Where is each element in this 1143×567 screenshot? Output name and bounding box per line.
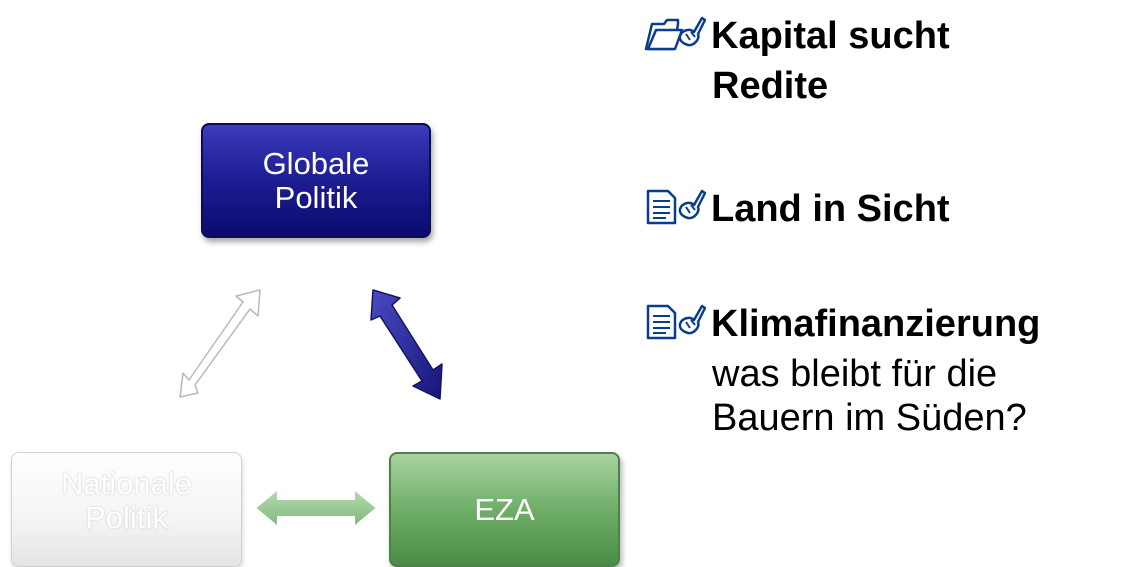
national-politics-line1: Nationale [61,465,192,501]
bullet-klima-text-line2: Bauern im Süden? [712,397,1027,439]
bullet-klima: Klimafinanzierung was bleibt für die Bau… [642,302,1040,440]
folder-icon [642,14,710,64]
bullet-klima-text-line1: was bleibt für die [712,353,998,395]
national-global-arrow [179,289,261,398]
bullet-land-title: Land in Sicht [711,188,950,230]
bullet-land: Land in Sicht [642,187,950,237]
bullet-klima-title: Klimafinanzierung [711,303,1041,345]
global-politics-line1: Globale [262,145,370,181]
global-eza-arrow [370,289,443,400]
global-politics-line2: Politik [274,179,358,215]
national-politics-box: Nationale Politik [11,452,242,567]
document-icon [642,302,710,352]
eza-label: EZA [474,491,535,527]
document-icon [642,187,710,237]
eza-box: EZA [389,452,620,567]
bullet-kapital-line2: Redite [712,65,829,107]
bullet-kapital-line1: Kapital sucht [711,15,950,57]
global-politics-box: Globale Politik [201,123,431,238]
national-politics-line2: Politik [85,499,168,535]
bullet-kapital: Kapital sucht Redite [642,14,950,108]
national-eza-arrow [254,488,378,528]
